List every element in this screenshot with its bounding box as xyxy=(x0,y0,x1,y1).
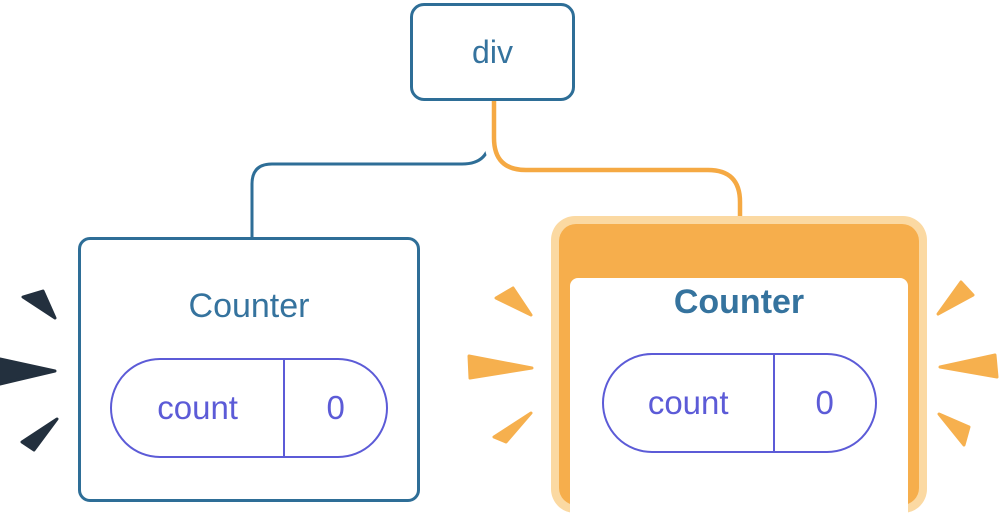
burst-ray-icon xyxy=(492,411,533,444)
state-pill: count 0 xyxy=(110,358,388,458)
root-node: div xyxy=(410,3,575,101)
burst-ray-icon xyxy=(937,412,971,447)
right-counter-highlight-border: Counter count 0 xyxy=(559,224,919,515)
burst-ray-icon xyxy=(20,417,59,452)
burst-ray-icon xyxy=(21,289,57,320)
counter-title: Counter xyxy=(188,287,310,325)
state-key: count xyxy=(112,360,286,456)
right-counter-highlight-glow: Counter count 0 xyxy=(551,216,927,515)
burst-right-counter-left-icon xyxy=(467,286,534,444)
burst-ray-icon xyxy=(0,357,57,386)
left-counter-card: Counter count 0 xyxy=(78,237,420,502)
burst-right-counter-right-icon xyxy=(936,280,999,447)
burst-ray-icon xyxy=(467,354,534,380)
counter-title: Counter xyxy=(673,283,805,321)
right-counter-card: Counter count 0 xyxy=(570,278,908,515)
burst-ray-icon xyxy=(936,280,975,316)
state-key: count xyxy=(604,355,775,451)
burst-left-counter-icon xyxy=(0,289,59,452)
edge-div-to-left-counter xyxy=(250,101,492,240)
state-value: 0 xyxy=(815,384,834,421)
edge-div-to-right-counter xyxy=(491,101,743,230)
burst-ray-icon xyxy=(494,286,533,317)
burst-ray-icon xyxy=(938,353,999,379)
edge-div-to-right-counter-casing xyxy=(484,101,750,230)
root-node-label: div xyxy=(472,33,513,70)
state-value: 0 xyxy=(326,389,345,426)
state-pill: count 0 xyxy=(601,353,877,453)
